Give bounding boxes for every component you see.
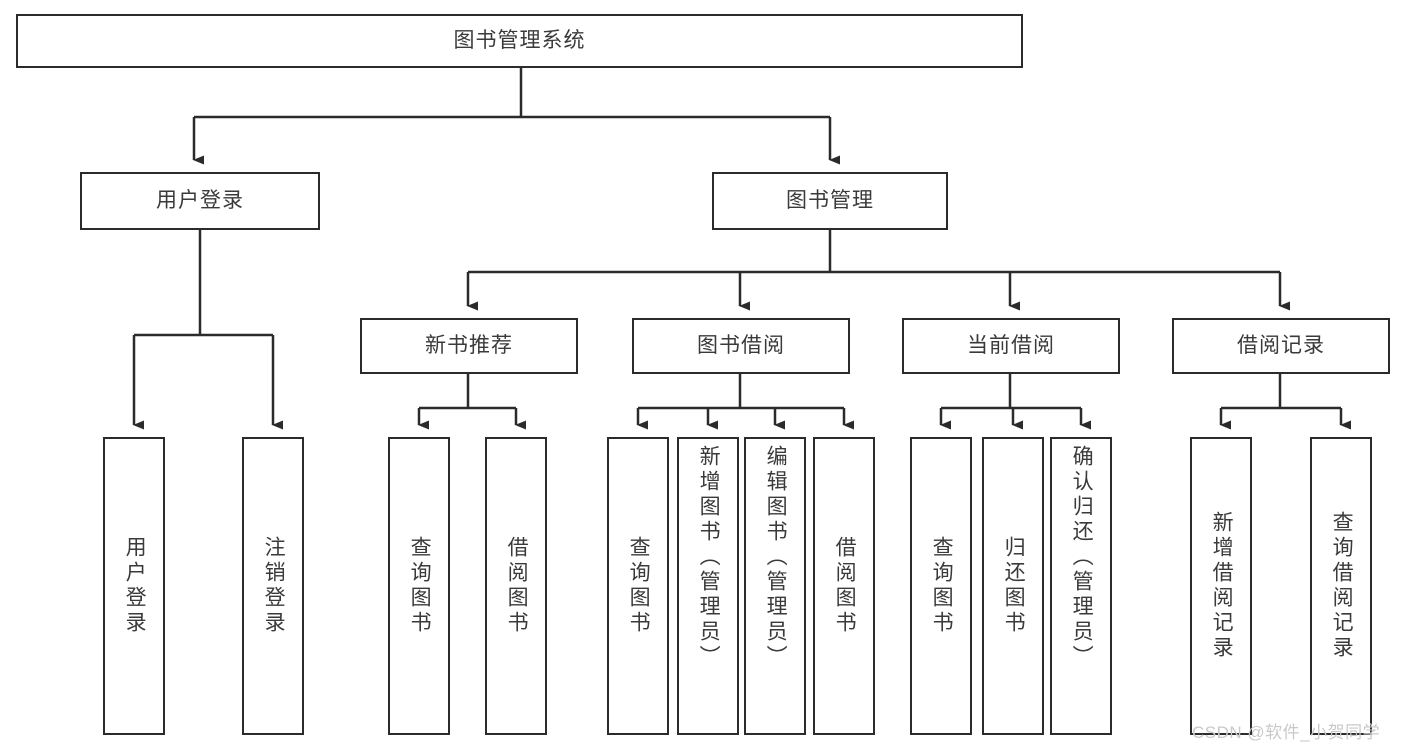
node-label: 确认归还（管理员）: [1070, 445, 1094, 670]
edges-user-login-children: [132, 230, 283, 430]
node-label: 归还图书: [1002, 536, 1026, 636]
edges-book-borrow-children: [636, 374, 854, 430]
csdn-watermark: CSDN @软件_小贺同学: [1192, 723, 1381, 742]
node-leaf-query-book-1[interactable]: 查询图书: [388, 437, 450, 735]
edges-current-borrow-children: [939, 374, 1091, 430]
node-label: 图书管理系统: [453, 28, 586, 52]
node-label: 借阅图书: [833, 536, 857, 636]
node-label: 查询图书: [627, 536, 651, 636]
node-label: 查询借阅记录: [1330, 511, 1354, 661]
node-label: 新增借阅记录: [1210, 511, 1234, 661]
node-label: 当前借阅: [967, 333, 1055, 357]
node-label: 查询图书: [408, 536, 432, 636]
node-label: 新书推荐: [425, 333, 513, 357]
node-leaf-add-borrow-record[interactable]: 新增借阅记录: [1190, 437, 1252, 735]
node-label: 图书管理: [786, 188, 874, 212]
node-leaf-add-book-admin[interactable]: 新增图书（管理员）: [677, 437, 739, 735]
edges-borrow-record-children: [1219, 374, 1351, 430]
node-label: 用户登录: [123, 536, 147, 636]
node-leaf-edit-book-admin[interactable]: 编辑图书（管理员）: [744, 437, 806, 735]
node-leaf-return-book[interactable]: 归还图书: [982, 437, 1044, 735]
node-leaf-borrow-book-1[interactable]: 借阅图书: [485, 437, 547, 735]
node-leaf-user-login[interactable]: 用户登录: [103, 437, 165, 735]
node-label: 借阅记录: [1237, 333, 1325, 357]
node-label: 借阅图书: [505, 536, 529, 636]
node-leaf-logout-login[interactable]: 注销登录: [242, 437, 304, 735]
edges-book-manage-children: [466, 230, 1290, 311]
node-borrow-record[interactable]: 借阅记录: [1172, 318, 1390, 374]
node-book-manage[interactable]: 图书管理: [712, 172, 948, 230]
node-label: 图书借阅: [697, 333, 785, 357]
node-leaf-query-book-3[interactable]: 查询图书: [910, 437, 972, 735]
node-label: 编辑图书（管理员）: [764, 445, 788, 670]
node-root-book-management-system[interactable]: 图书管理系统: [16, 14, 1023, 68]
node-label: 注销登录: [262, 536, 286, 636]
node-leaf-query-book-2[interactable]: 查询图书: [607, 437, 669, 735]
node-new-book-recommend[interactable]: 新书推荐: [360, 318, 578, 374]
node-leaf-borrow-book-2[interactable]: 借阅图书: [813, 437, 875, 735]
edges-new-book-recommend-children: [417, 374, 526, 430]
node-current-borrow[interactable]: 当前借阅: [902, 318, 1120, 374]
node-label: 新增图书（管理员）: [697, 445, 721, 670]
node-leaf-query-borrow-record[interactable]: 查询借阅记录: [1310, 437, 1372, 735]
node-leaf-confirm-return-admin[interactable]: 确认归还（管理员）: [1050, 437, 1112, 735]
node-label: 用户登录: [156, 188, 244, 212]
edges-root-level2: [192, 68, 840, 165]
node-label: 查询图书: [930, 536, 954, 636]
node-user-login[interactable]: 用户登录: [80, 172, 320, 230]
node-book-borrow[interactable]: 图书借阅: [632, 318, 850, 374]
